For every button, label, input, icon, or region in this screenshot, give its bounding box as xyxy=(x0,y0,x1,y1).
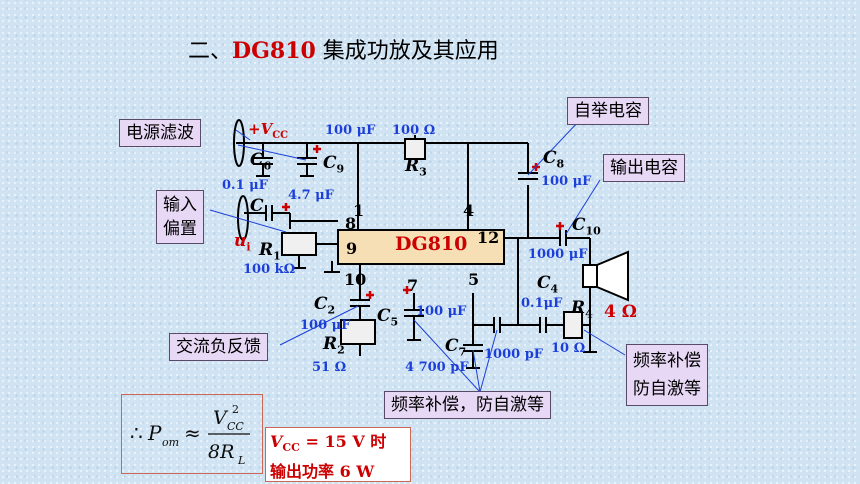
c5-value: 100 μF xyxy=(416,304,467,319)
c9-small-value: 4.7 μF xyxy=(288,188,334,203)
title-prefix: 二、 xyxy=(188,39,233,64)
formula-num-sub: CC xyxy=(227,420,244,433)
c8-name: C8 xyxy=(543,148,565,171)
c9-name: C9 xyxy=(323,153,345,176)
dg810-chip xyxy=(337,229,505,265)
chip-label: DG810 xyxy=(395,233,468,255)
callout-freq-comp-right: 频率补偿防自激等 xyxy=(626,344,708,406)
r2-name: R2 xyxy=(323,334,345,357)
note-box: VCC = 15 V 时 输出功率 6 W xyxy=(265,427,411,482)
formula-box xyxy=(121,394,263,474)
r4-value: 10 Ω xyxy=(551,341,586,356)
title-suffix: 集成功放及其应用 xyxy=(315,39,499,64)
page-title: 二、DG810 集成功放及其应用 xyxy=(188,33,499,65)
formula-therefore: ∴ xyxy=(130,421,143,445)
r3-name: R3 xyxy=(405,156,427,179)
ui-label: ui xyxy=(234,231,251,254)
c7-big-value: 4 700 pF xyxy=(405,360,469,375)
c6-name: C6 xyxy=(250,150,272,173)
formula-lhs-sub: om xyxy=(162,436,179,449)
formula-lhs: P xyxy=(147,421,162,445)
note-line1: VCC = 15 V 时 xyxy=(270,432,387,455)
formula-num: V xyxy=(213,407,229,429)
formula-den: 8R xyxy=(208,441,234,463)
formula-approx: ≈ xyxy=(184,421,201,445)
c2-value: 100 μF xyxy=(300,318,351,333)
pin-1: 1 xyxy=(353,201,365,220)
formula-num-sup: 2 xyxy=(232,403,239,416)
pin-5: 5 xyxy=(468,270,480,289)
c10-value: 1000 μF xyxy=(528,247,588,262)
c-input-name: C xyxy=(250,196,264,216)
pin-9: 9 xyxy=(346,239,358,258)
c6-value: 0.1 μF xyxy=(222,178,268,193)
callout-power-filter: 电源滤波 xyxy=(119,119,201,147)
c8-value: 100 μF xyxy=(541,174,592,189)
pin-12: 12 xyxy=(477,228,500,247)
c4-name: C4 xyxy=(537,273,559,296)
vcc-label: +VCC xyxy=(248,120,289,141)
load-value: 4 Ω xyxy=(604,302,637,322)
callout-ac-feedback: 交流负反馈 xyxy=(169,333,268,361)
pin-4: 4 xyxy=(463,201,475,220)
c10-name: C10 xyxy=(572,215,601,238)
title-chip: DG810 xyxy=(232,38,316,64)
c9-value: 100 μF xyxy=(325,123,376,138)
formula-den-sub: L xyxy=(237,454,245,467)
c4-value: 0.1μF xyxy=(521,296,563,311)
pin-10: 10 xyxy=(344,270,367,289)
r1-name: R1 xyxy=(259,240,281,263)
callout-freq-comp-bottom: 频率补偿，防自激等 xyxy=(384,391,551,419)
c2-name: C2 xyxy=(314,294,336,317)
c7-name: C7 xyxy=(445,336,467,359)
c7-value: 1000 pF xyxy=(484,347,544,362)
callout-output-cap: 输出电容 xyxy=(603,154,685,182)
r1-value: 100 kΩ xyxy=(243,262,296,277)
pin-8: 8 xyxy=(345,214,357,233)
pin-7: 7 xyxy=(407,276,419,295)
r2-value: 51 Ω xyxy=(312,360,347,375)
callout-bootstrap: 自举电容 xyxy=(567,97,649,125)
callout-input-bias: 输入偏置 xyxy=(156,190,204,244)
note-line2: 输出功率 6 W xyxy=(270,462,375,482)
c5-name: C5 xyxy=(377,306,399,329)
r4-name: R4 xyxy=(571,298,593,321)
r3-value: 100 Ω xyxy=(392,123,436,138)
